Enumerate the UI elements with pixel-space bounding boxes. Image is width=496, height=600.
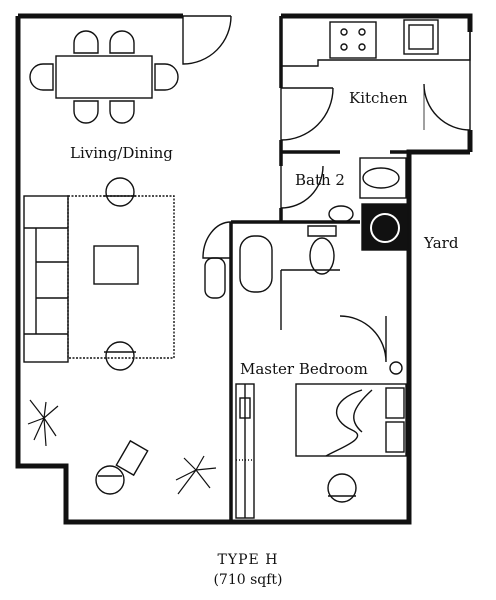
shaft-pipe-icon — [370, 213, 400, 243]
master-bedroom-door — [202, 221, 232, 299]
area-rug — [67, 195, 175, 359]
service-shaft — [361, 203, 409, 251]
stove-burner-icon — [340, 28, 348, 36]
yard-door — [423, 32, 471, 131]
bath2-door — [280, 165, 324, 209]
coffee-table — [93, 245, 139, 285]
room-label-kitchen: Kitchen — [349, 89, 408, 107]
toilet-icon — [328, 205, 354, 223]
bath2-fixtures — [328, 157, 407, 223]
plant-right-icon — [175, 455, 217, 495]
armchair-icon — [105, 177, 135, 207]
bedroom-chair — [327, 473, 357, 503]
unit-type-label: TYPE H — [217, 552, 279, 568]
room-label-living-dining: Living/Dining — [70, 144, 173, 162]
dining-chair-icon — [73, 30, 99, 54]
room-label-yard: Yard — [423, 234, 459, 252]
room-label-master-bedroom: Master Bedroom — [240, 360, 368, 378]
dining-table — [29, 30, 179, 124]
kitchen-door — [280, 87, 334, 141]
living-room-set — [23, 177, 175, 371]
kitchen-sink-icon — [403, 19, 439, 55]
pillow — [385, 387, 405, 419]
kitchen-counter — [281, 16, 471, 67]
washbasin-icon — [362, 167, 400, 189]
interior-walls — [229, 16, 409, 522]
unit-area-label: (710 sqft) — [213, 572, 283, 588]
bedroom-basin-icon — [309, 237, 335, 275]
plant-left-icon — [27, 399, 59, 447]
bedroom-bath-fixtures — [239, 225, 403, 375]
side-table-and-chair — [95, 439, 149, 495]
bed — [295, 383, 407, 457]
bedroom-wardrobe — [235, 383, 255, 519]
sofa — [23, 195, 69, 363]
entry-door — [182, 15, 232, 65]
bedroom-bath-door — [280, 269, 387, 363]
room-label-bath2: Bath 2 — [295, 171, 345, 189]
